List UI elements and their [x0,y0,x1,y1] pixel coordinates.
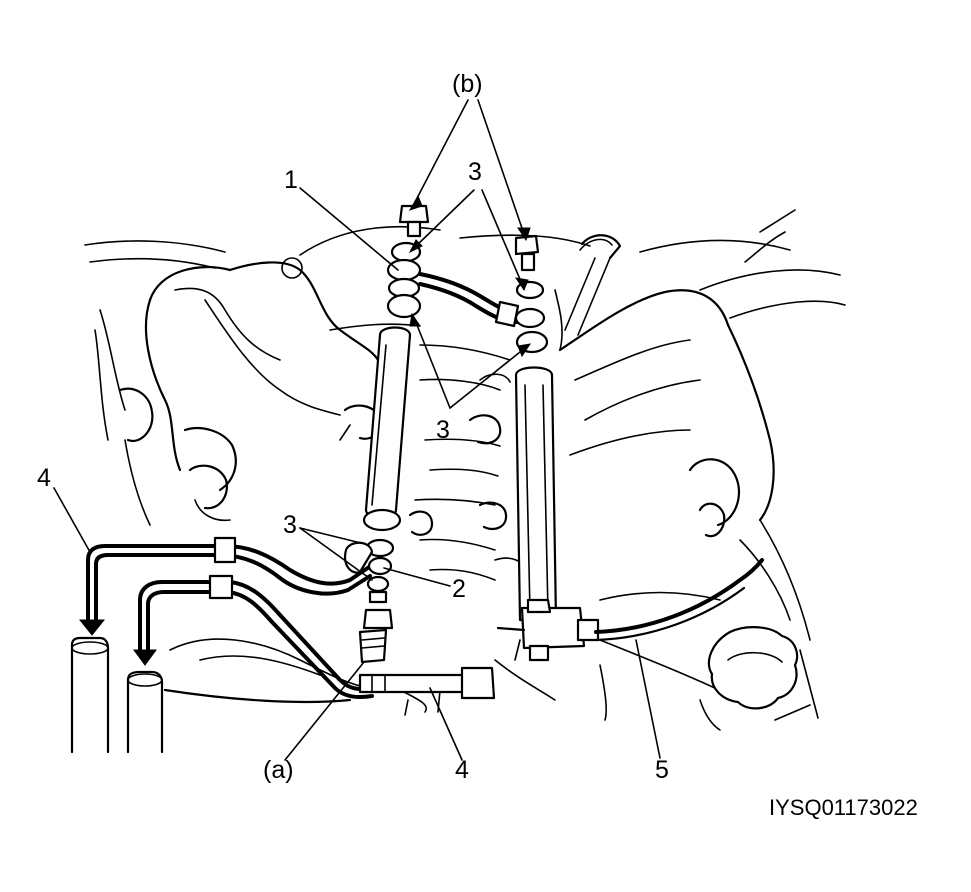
callout-b: (b) [452,70,483,98]
callout-3-top: 3 [468,158,482,186]
left-pipes [70,636,164,754]
left-fuel-rail [358,326,412,664]
callout-5: 5 [655,756,669,784]
figure-code: IYSQ01173022 [769,795,918,820]
right-fuel-rail [496,366,764,662]
fuel-feed-lines [78,536,496,700]
leader-lines [53,99,661,761]
fuel-pipe-1 [418,272,522,328]
callout-4-left: 4 [37,464,51,492]
engine-background [84,209,846,731]
callout-4-bottom: 4 [455,756,469,784]
callout-2: 2 [452,575,466,603]
top-fasteners [386,204,549,354]
callout-3-lower: 3 [283,511,297,539]
callout-3-middle: 3 [436,416,450,444]
callout-a: (a) [263,756,294,784]
callout-1: 1 [284,166,298,194]
